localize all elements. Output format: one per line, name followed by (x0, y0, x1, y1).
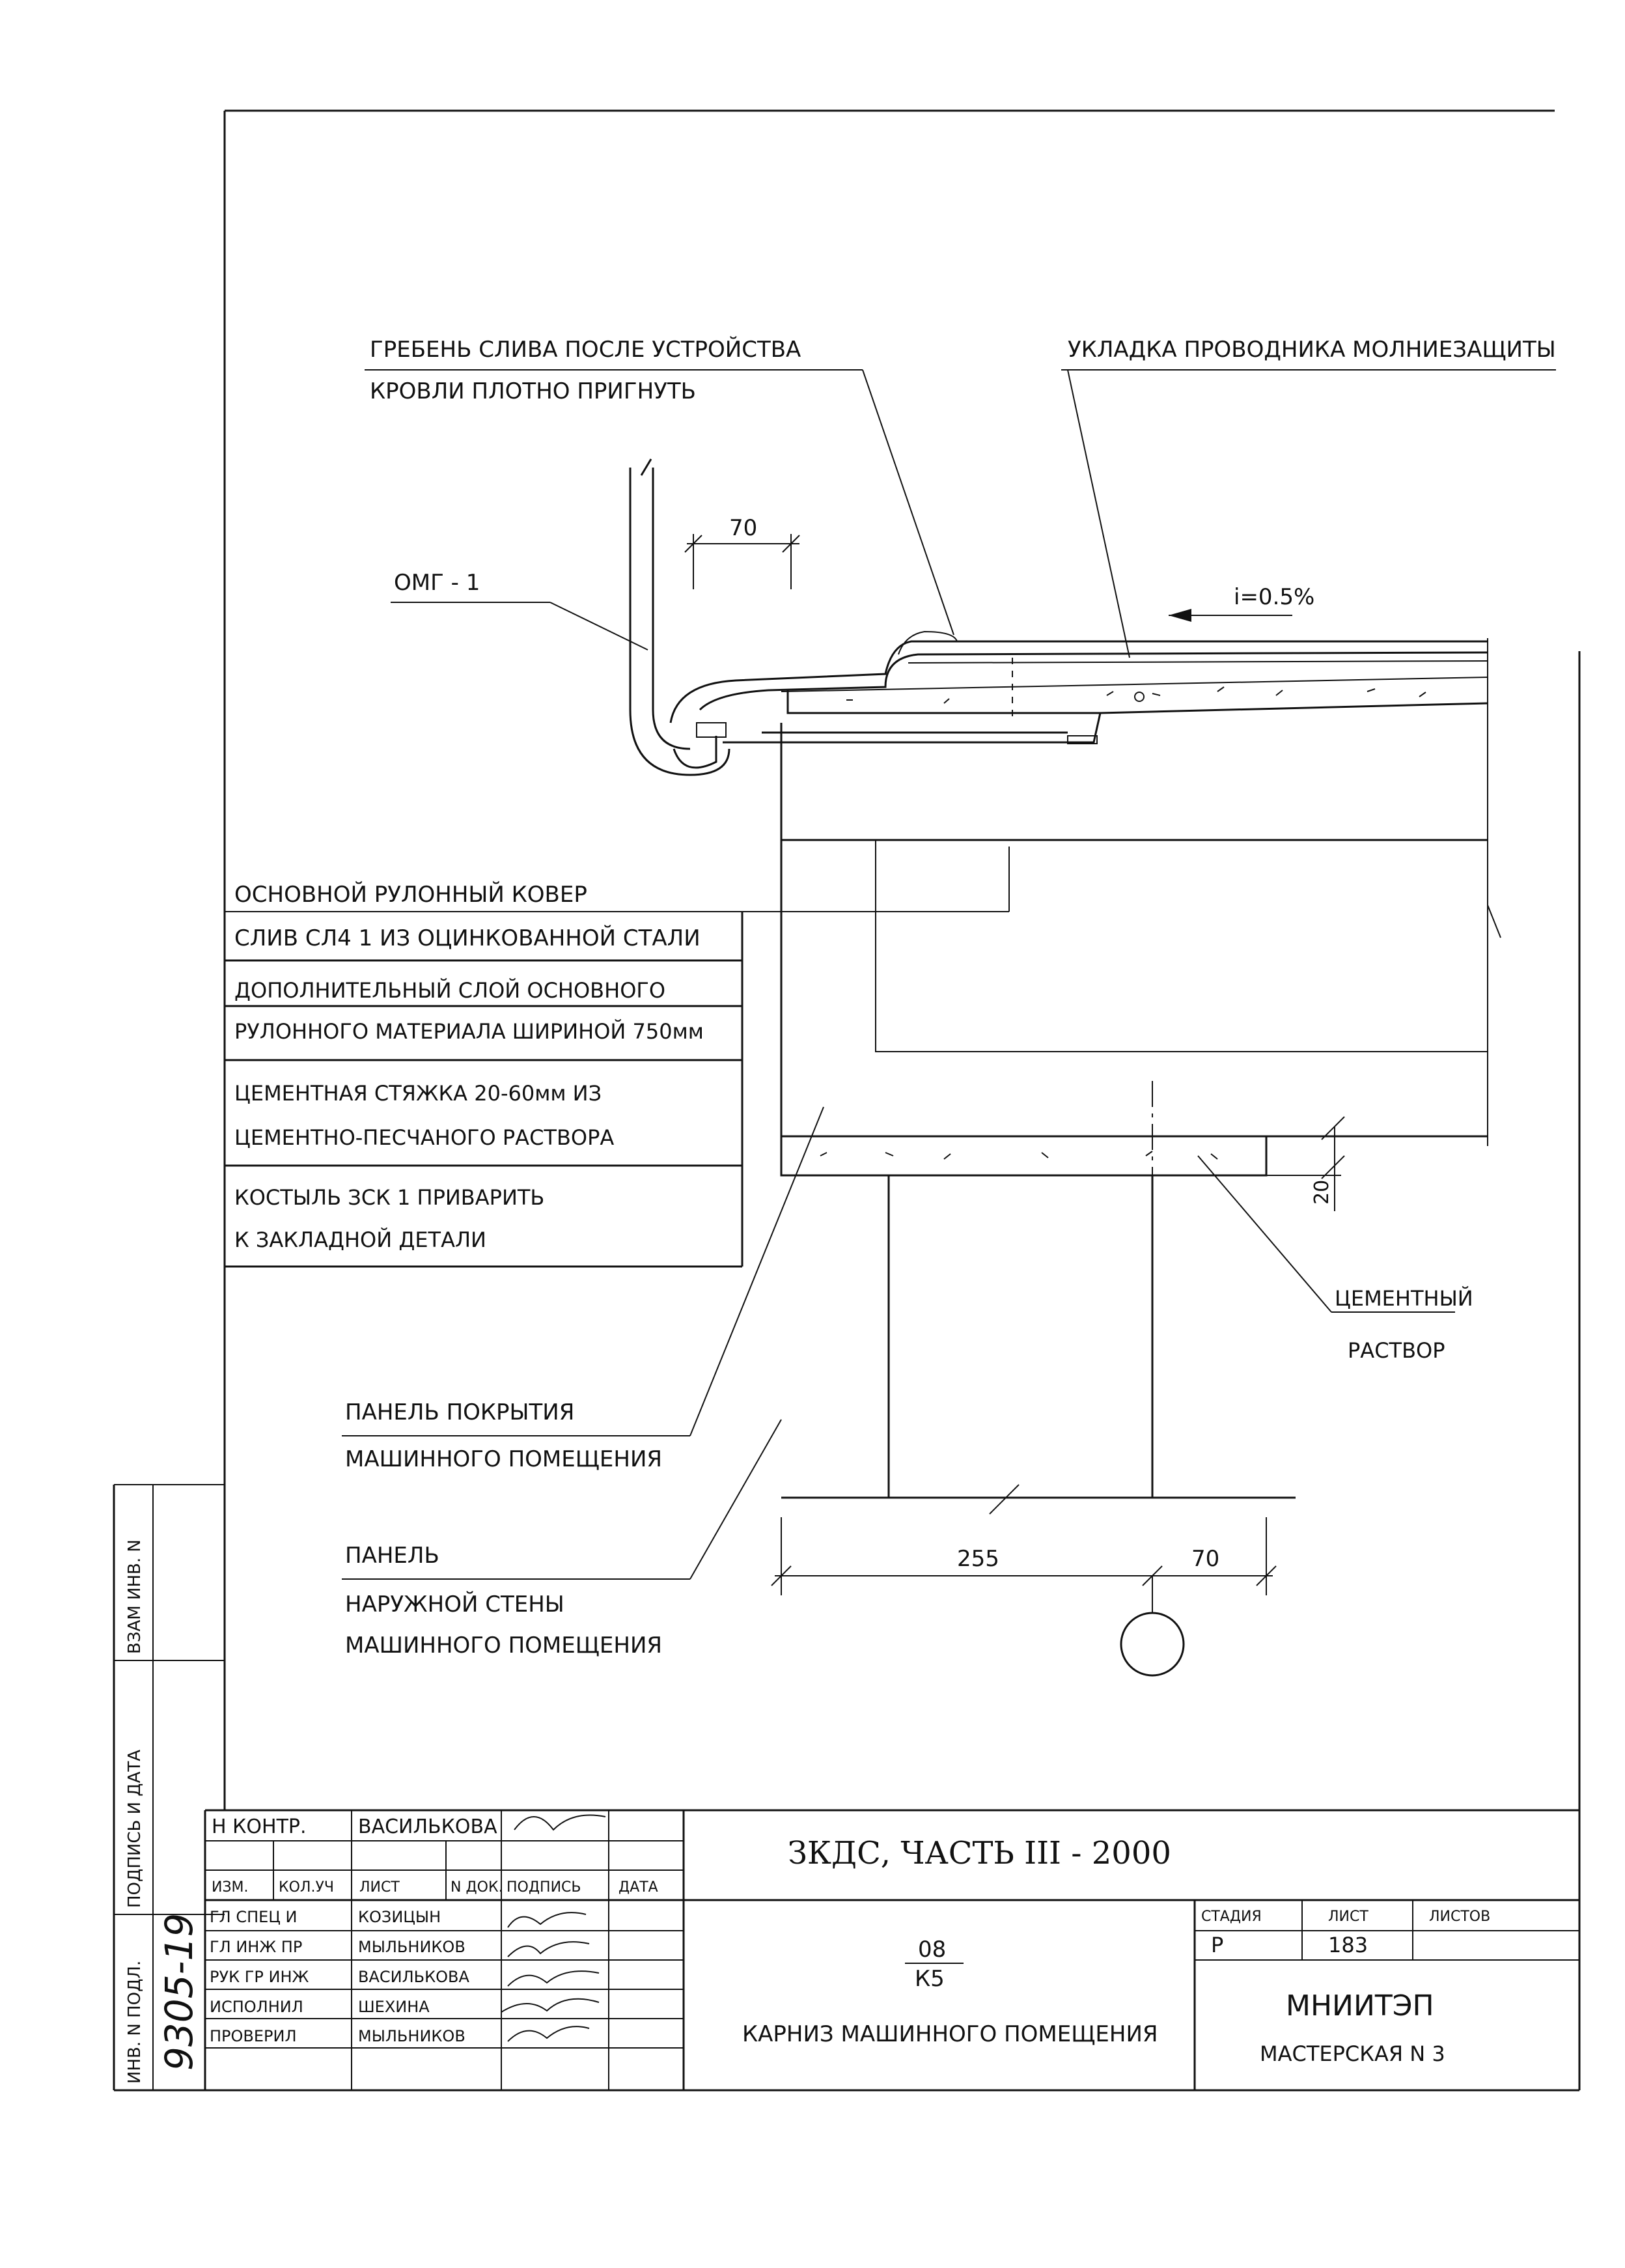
eave-detail: 20 255 70 (629, 458, 1501, 1677)
signatures (501, 1912, 600, 2042)
wall-panel-line1: ПАНЕЛЬ (345, 1543, 439, 1569)
staff-role-3: РУК ГР ИНЖ (210, 1968, 309, 1986)
sheet-title: КАРНИЗ МАШИННОГО ПОМЕЩЕНИЯ (742, 2021, 1158, 2047)
staff-name-5: МЫЛЬНИКОВ (358, 2027, 465, 2045)
cement-mortar-line2: РАСТВОР (1348, 1338, 1445, 1363)
staff-name-2: МЫЛЬНИКОВ (358, 1938, 465, 1956)
legend-item-3b: РУЛОННОГО МАТЕРИАЛА ШИРИНОЙ 750мм (234, 1019, 704, 1044)
n-kontr-label: Н КОНТР. (212, 1815, 307, 1838)
header-list: ЛИСТ (359, 1879, 400, 1896)
ridge-line2: КРОВЛИ ПЛОТНО ПРИГНУТЬ (370, 378, 696, 404)
axis-marker-circle (1120, 1612, 1185, 1677)
sheet-value: 183 (1328, 1933, 1368, 1957)
slope-indicator: i=0.5% (1169, 584, 1314, 622)
side-stamp: ВЗАМ ИНВ. N ПОДПИСЬ И ДАТА ИНВ. N ПОДЛ. … (114, 1539, 225, 2084)
dim-top-70: 70 (729, 515, 757, 541)
sheets-label: ЛИСТОВ (1429, 1909, 1490, 1925)
dim-20: 20 (1311, 1180, 1333, 1205)
header-ndok: N ДОК. (451, 1879, 503, 1896)
vzam-label: ВЗАМ ИНВ. N (125, 1539, 145, 1654)
cement-mortar-line1: ЦЕМЕНТНЫЙ (1335, 1286, 1473, 1311)
legend-item-1: ОСНОВНОЙ РУЛОННЫЙ КОВЕР (234, 881, 587, 908)
workshop-name: МАСТЕРСКАЯ N 3 (1260, 2041, 1445, 2066)
org-name: МНИИТЭП (1286, 1989, 1434, 2023)
omg-label: ОМГ - 1 (394, 570, 480, 596)
header-podpis: ПОДПИСЬ (507, 1879, 581, 1896)
legend-item-2: СЛИВ СЛ4 1 ИЗ ОЦИНКОВАННОЙ СТАЛИ (234, 925, 701, 951)
dimension-top-70: 70 (684, 515, 800, 589)
legend-item-4b: ЦЕМЕНТНО-ПЕСЧАНОГО РАСТВОРА (234, 1125, 614, 1150)
ridge-line1: ГРЕБЕНЬ СЛИВА ПОСЛЕ УСТРОЙСТВА (370, 336, 801, 363)
callout-ridge: ГРЕБЕНЬ СЛИВА ПОСЛЕ УСТРОЙСТВА КРОВЛИ ПЛ… (365, 336, 954, 636)
dim-255: 255 (957, 1546, 999, 1572)
title-block: Н КОНТР. ВАСИЛЬКОВА ИЗМ. КОЛ.УЧ ЛИСТ N Д… (204, 1809, 1579, 2090)
stage-value: Р (1211, 1933, 1223, 1957)
inv-number: 9305-19 (157, 1913, 201, 2071)
callout-roof-panel: ПАНЕЛЬ ПОКРЫТИЯ МАШИННОГО ПОМЕЩЕНИЯ (342, 1106, 824, 1472)
podpis-label: ПОДПИСЬ И ДАТА (125, 1750, 145, 1908)
dim-70: 70 (1191, 1546, 1219, 1572)
slope-label: i=0.5% (1234, 584, 1314, 610)
sheet-frame (113, 109, 1581, 2092)
signature-n-kontr (514, 1814, 606, 1831)
sheet-code-top: 08 (918, 1937, 946, 1963)
legend-item-3a: ДОПОЛНИТЕЛЬНЫЙ СЛОЙ ОСНОВНОГО (234, 978, 665, 1003)
roof-panel-line1: ПАНЕЛЬ ПОКРЫТИЯ (345, 1399, 574, 1425)
lightning-label: УКЛАДКА ПРОВОДНИКА МОЛНИЕЗАЩИТЫ (1068, 337, 1556, 363)
callout-lightning: УКЛАДКА ПРОВОДНИКА МОЛНИЕЗАЩИТЫ (1061, 337, 1556, 658)
header-data: ДАТА (618, 1879, 658, 1896)
stage-label: СТАДИЯ (1201, 1909, 1262, 1925)
legend-table: ОСНОВНОЙ РУЛОННЫЙ КОВЕР СЛИВ СЛ4 1 ИЗ ОЦ… (225, 847, 1010, 1268)
staff-role-2: ГЛ ИНЖ ПР (210, 1938, 302, 1956)
staff-name-4: ШЕХИНА (358, 1998, 430, 2016)
wall-panel-line3: МАШИННОГО ПОМЕЩЕНИЯ (345, 1632, 662, 1659)
legend-item-4a: ЦЕМЕНТНАЯ СТЯЖКА 20-60мм ИЗ (234, 1081, 602, 1106)
project-title: ЗКДС, ЧАСТЬ III - 2000 (788, 1835, 1171, 1871)
callout-wall-panel: ПАНЕЛЬ НАРУЖНОЙ СТЕНЫ МАШИННОГО ПОМЕЩЕНИ… (342, 1419, 782, 1659)
wall-panel-line2: НАРУЖНОЙ СТЕНЫ (345, 1591, 564, 1617)
staff-role-1: ГЛ СПЕЦ И (210, 1908, 298, 1926)
staff-name-3: ВАСИЛЬКОВА (358, 1968, 470, 1986)
n-kontr-name: ВАСИЛЬКОВА (358, 1815, 497, 1838)
legend-item-5b: К ЗАКЛАДНОЙ ДЕТАЛИ (234, 1227, 486, 1252)
legend-item-5a: КОСТЫЛЬ ЗСК 1 ПРИВАРИТЬ (234, 1185, 544, 1210)
roof-panel-line2: МАШИННОГО ПОМЕЩЕНИЯ (345, 1446, 662, 1472)
staff-role-5: ПРОВЕРИЛ (210, 2027, 297, 2045)
staff-role-4: ИСПОЛНИЛ (210, 1998, 303, 2016)
staff-name-1: КОЗИЦЫН (358, 1908, 441, 1926)
inv-label: ИНВ. N ПОДЛ. (125, 1961, 145, 2084)
sheet-code-bottom: К5 (915, 1966, 945, 1992)
header-kol: КОЛ.УЧ (279, 1879, 334, 1896)
callout-cement-mortar: ЦЕМЕНТНЫЙ РАСТВОР (1197, 1155, 1473, 1363)
sheet-label: ЛИСТ (1328, 1909, 1368, 1925)
header-izm: ИЗМ. (212, 1879, 249, 1896)
callout-omg: ОМГ - 1 (391, 570, 648, 651)
